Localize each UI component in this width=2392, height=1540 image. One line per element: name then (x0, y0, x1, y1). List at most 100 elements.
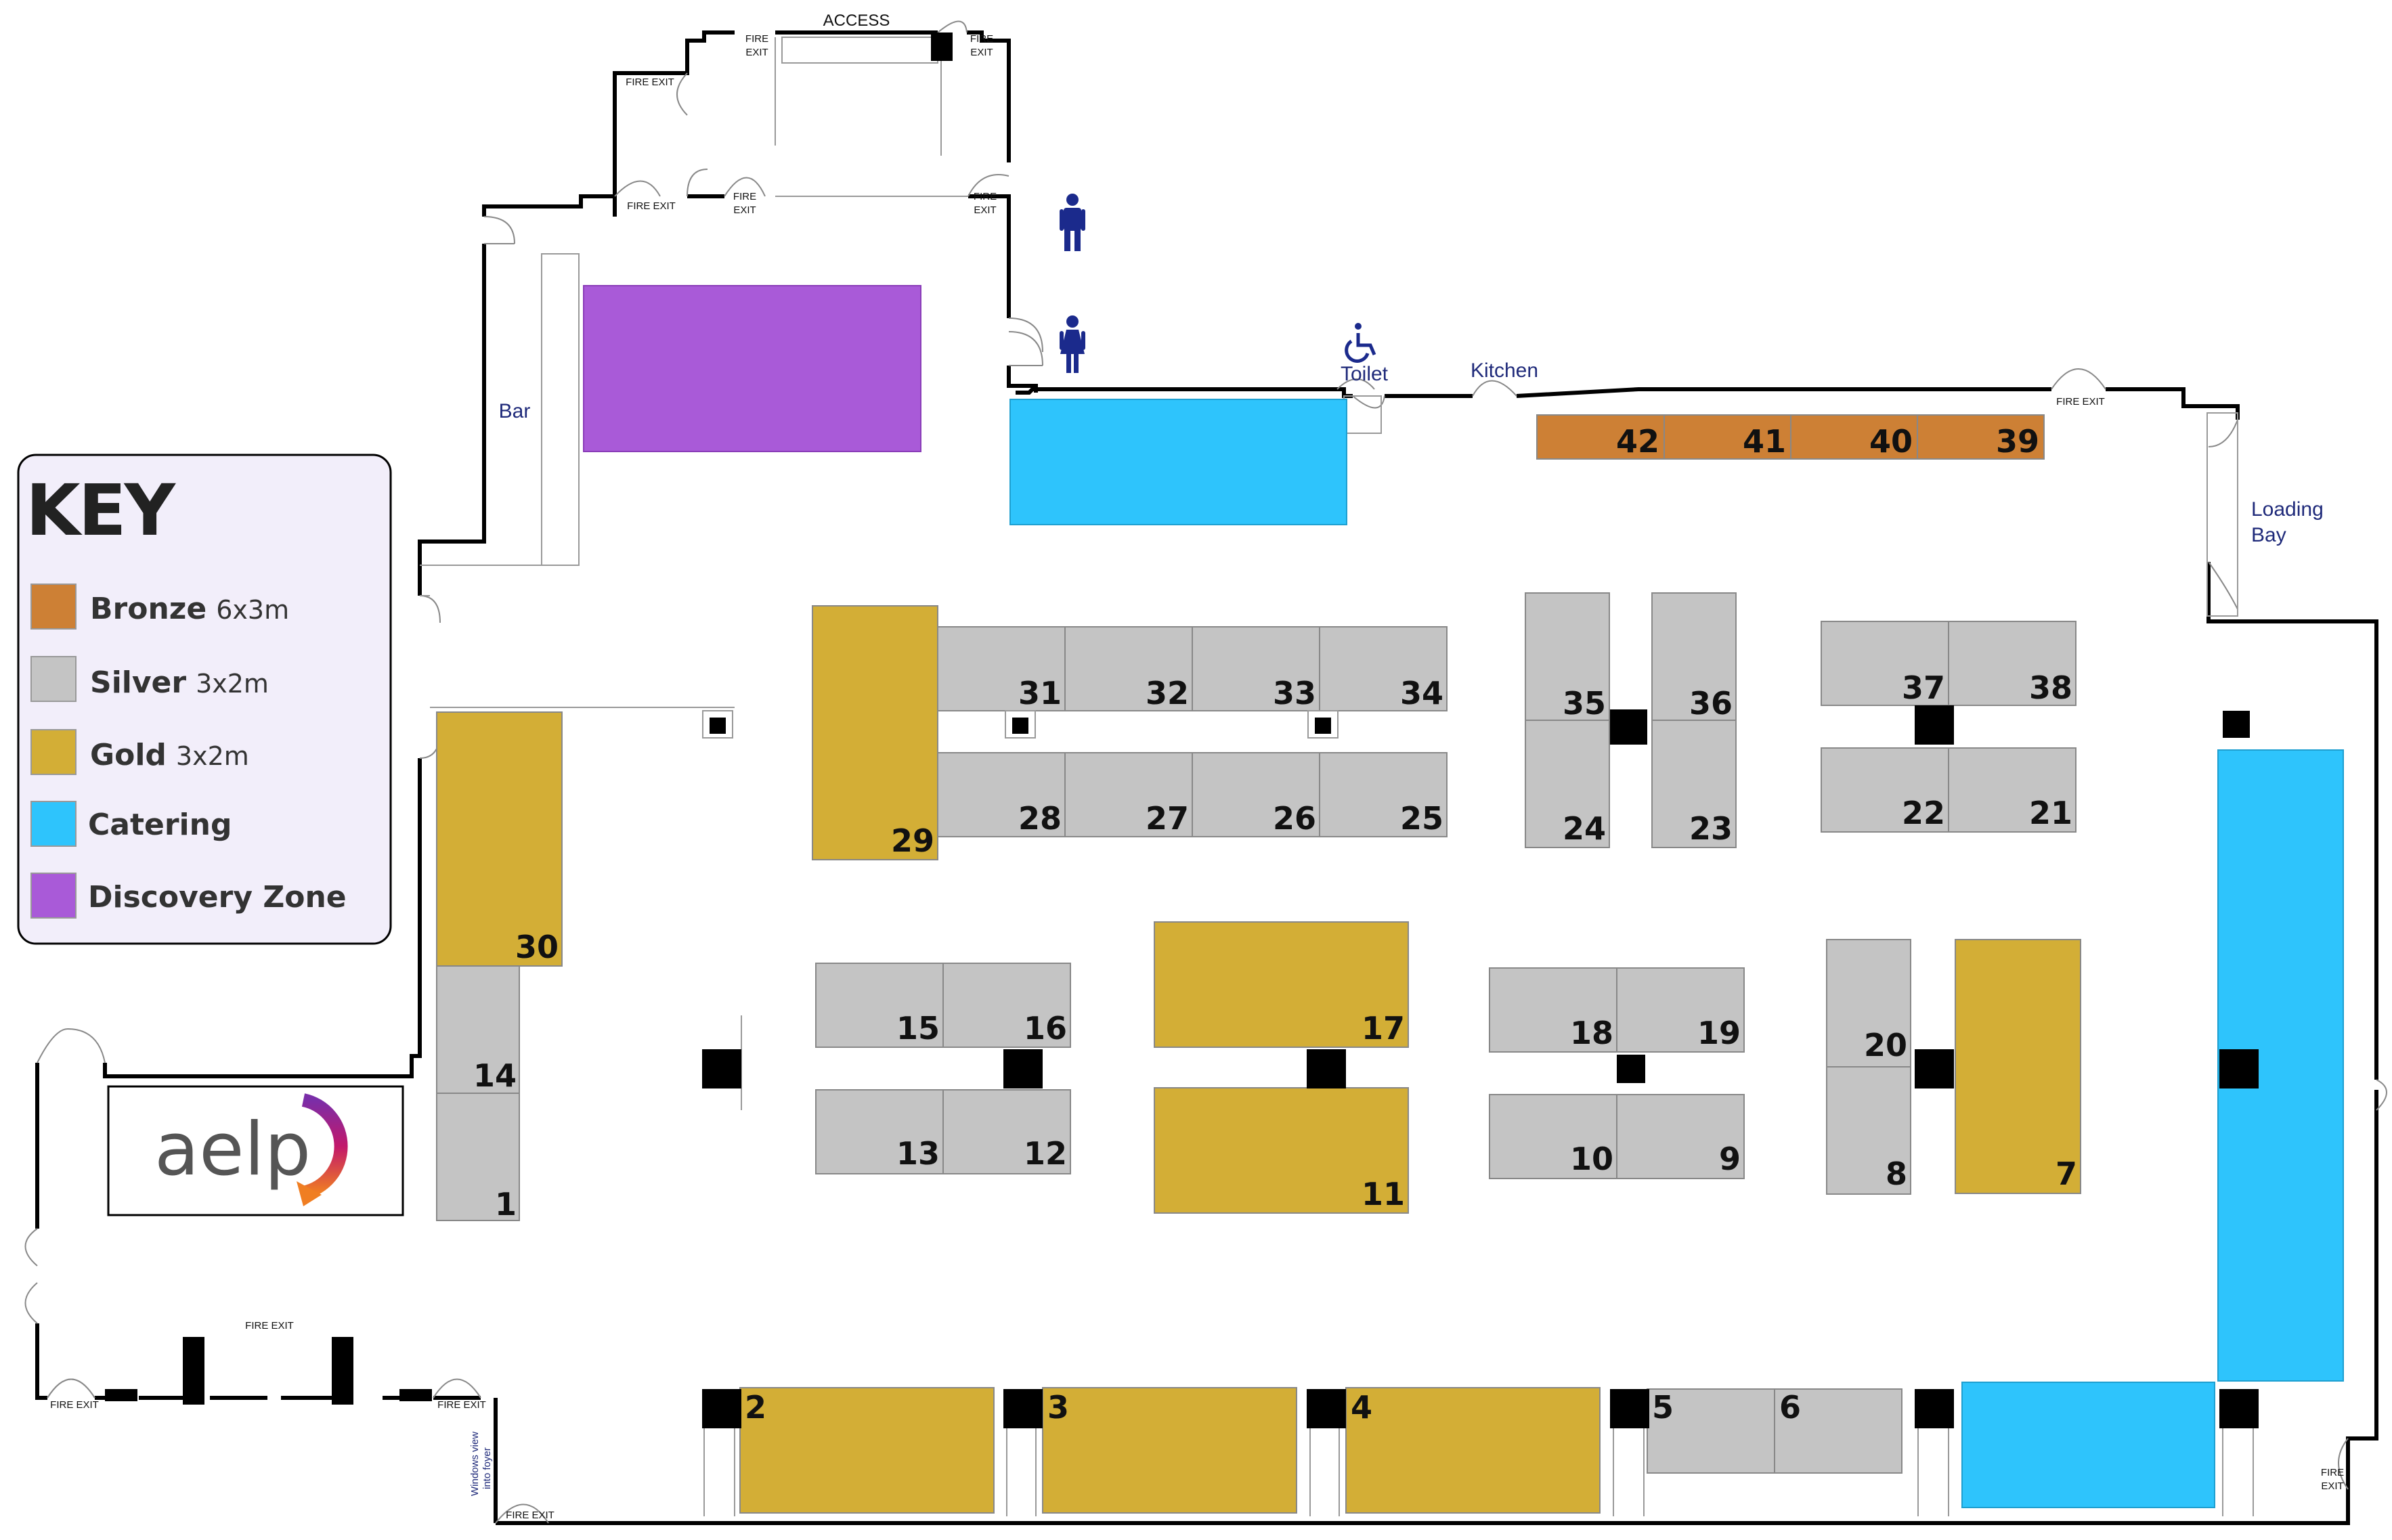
stand-32[interactable] (1064, 626, 1193, 711)
stand-34[interactable] (1319, 626, 1448, 711)
stand-label-31: 31 (1018, 675, 1062, 711)
stand-1[interactable] (436, 1093, 520, 1221)
loading-bay-label-line2: Bay (2251, 524, 2286, 546)
stand-19[interactable] (1616, 967, 1745, 1053)
stand-17[interactable] (1154, 921, 1409, 1048)
key-size-bronze: 6x3m (216, 595, 289, 625)
fire-exit-label: EXIT (745, 47, 768, 58)
stand-9[interactable] (1616, 1094, 1745, 1179)
key-size-gold: 3x2m (176, 741, 249, 771)
stand-3[interactable] (1042, 1387, 1297, 1514)
stand-35[interactable] (1525, 592, 1610, 721)
stand-label-20: 20 (1864, 1027, 1907, 1063)
stand-11[interactable] (1154, 1087, 1409, 1214)
stand-label-36: 36 (1689, 685, 1733, 722)
stand-label-19: 19 (1697, 1015, 1741, 1051)
key-size-silver: 3x2m (196, 669, 269, 699)
stand-12[interactable] (942, 1089, 1071, 1174)
pillar-outlines (702, 710, 1339, 739)
loading-bay-label-line1: Loading (2251, 498, 2324, 521)
stand-label-17: 17 (1362, 1010, 1405, 1047)
key-label-silver: Silver (90, 665, 186, 700)
windows-label-line2: into foyer (481, 1447, 493, 1489)
stand-16[interactable] (942, 963, 1071, 1048)
key-title: KEY (26, 469, 177, 552)
stand-25[interactable] (1319, 752, 1448, 837)
stands (436, 414, 2081, 1514)
stand-label-8: 8 (1886, 1156, 1907, 1192)
stand-41[interactable] (1663, 414, 1791, 460)
pillars (105, 32, 2259, 1428)
stand-20[interactable] (1826, 939, 1911, 1068)
fire-exit-label: FIRE EXIT (627, 200, 676, 212)
stand-label-1: 1 (495, 1186, 517, 1223)
stand-42[interactable] (1536, 414, 1665, 460)
female-toilet-icon (1060, 315, 1085, 373)
access-label: ACCESS (823, 12, 890, 30)
stand-label-23: 23 (1689, 810, 1733, 847)
stand-21[interactable] (1948, 747, 2076, 833)
stand-24[interactable] (1525, 720, 1610, 848)
key-swatch-catering (30, 801, 77, 847)
stand-23[interactable] (1651, 720, 1737, 848)
stand-26[interactable] (1192, 752, 1320, 837)
key-swatch-discovery (30, 873, 77, 919)
stand-label-34: 34 (1400, 675, 1443, 711)
logo-text: aelp (154, 1107, 311, 1192)
stand-7[interactable] (1955, 939, 2081, 1194)
stand-label-30: 30 (515, 929, 559, 965)
fire-exit-label: EXIT (970, 47, 993, 58)
stand-13[interactable] (815, 1089, 944, 1174)
stand-label-18: 18 (1570, 1015, 1613, 1051)
stand-label-9: 9 (1719, 1141, 1741, 1177)
fire-exit-label: EXIT (2321, 1480, 2343, 1492)
logo-arrow-icon (297, 1181, 322, 1206)
key-item-bronze: Bronze 6x3m (90, 592, 289, 626)
key-item-silver: Silver 3x2m (90, 665, 269, 700)
fire-exit-label: FIRE EXIT (245, 1320, 294, 1332)
stand-numbers: 1 2 3 4 5 6 7 8 9 10 11 12 13 14 15 16 1… (473, 423, 2077, 1426)
catering-zone-top[interactable] (1009, 399, 1347, 525)
stand-label-15: 15 (896, 1010, 940, 1047)
fire-exit-label: FIRE EXIT (2056, 396, 2105, 408)
stand-label-26: 26 (1273, 800, 1316, 837)
stand-37[interactable] (1821, 621, 1949, 706)
stand-5[interactable] (1647, 1388, 1775, 1474)
interior-lines (420, 37, 2254, 1516)
stand-29[interactable] (812, 605, 938, 860)
discovery-zone[interactable] (583, 285, 921, 452)
stand-8[interactable] (1826, 1066, 1911, 1195)
bar-label: Bar (499, 400, 531, 422)
stand-label-14: 14 (473, 1057, 517, 1094)
stand-14[interactable] (436, 965, 520, 1094)
fire-exit-label: FIRE EXIT (506, 1510, 554, 1521)
fire-exit-labels: FIRE EXIT FIRE EXIT FIRE EXIT FIRE EXIT … (50, 33, 2344, 1521)
catering-zone-bottom[interactable] (1961, 1382, 2215, 1508)
toilet-label: Toilet (1341, 363, 1389, 385)
stand-18[interactable] (1489, 967, 1617, 1053)
stand-label-6: 6 (1779, 1389, 1801, 1426)
stand-label-25: 25 (1400, 800, 1443, 837)
stand-27[interactable] (1064, 752, 1193, 837)
fire-exit-label: FIRE (733, 191, 756, 202)
stand-label-3: 3 (1047, 1389, 1069, 1426)
stand-15[interactable] (815, 963, 944, 1048)
key-label-discovery: Discovery Zone (88, 880, 347, 915)
stand-label-37: 37 (1902, 669, 1945, 706)
stand-2[interactable] (739, 1387, 995, 1514)
stand-4[interactable] (1345, 1387, 1601, 1514)
stand-39[interactable] (1917, 414, 2045, 460)
key-label-gold: Gold (90, 738, 167, 772)
stand-30[interactable] (436, 711, 563, 967)
stand-31[interactable] (937, 626, 1066, 711)
stand-38[interactable] (1948, 621, 2076, 706)
stand-label-22: 22 (1902, 795, 1945, 831)
stand-6[interactable] (1774, 1388, 1902, 1474)
key-swatch-gold (30, 729, 77, 775)
stand-label-12: 12 (1024, 1135, 1067, 1172)
stand-28[interactable] (937, 752, 1066, 837)
key-label-bronze: Bronze (90, 592, 206, 626)
stand-label-4: 4 (1351, 1389, 1372, 1426)
